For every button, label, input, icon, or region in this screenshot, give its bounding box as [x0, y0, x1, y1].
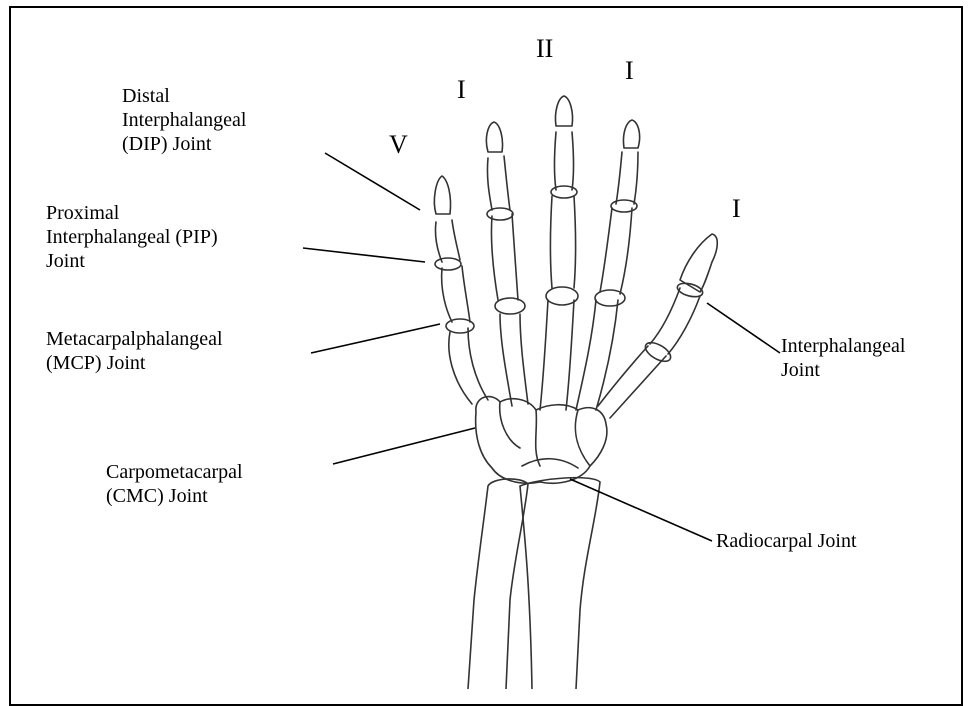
mcp-leader-line [311, 324, 440, 353]
middle-proximal-phalanx [551, 196, 576, 288]
index-middle-phalanx [616, 152, 638, 204]
finger-numeral-pinky: V [389, 130, 408, 160]
ip-leader-line [707, 303, 780, 353]
pinky-metacarpal [449, 328, 488, 404]
finger-numeral-middle: II [536, 34, 553, 64]
index-distal-phalanx [623, 120, 639, 148]
middle-middle-phalanx [555, 132, 574, 190]
thumb-metacarpal [598, 346, 666, 418]
radius-bone [520, 478, 600, 689]
ring-middle-phalanx [487, 156, 510, 210]
ring-proximal-phalanx [491, 214, 518, 300]
ring-distal-phalanx [486, 122, 502, 152]
middle-distal-phalanx [555, 96, 572, 126]
dip-joint-label: Distal Interphalangeal (DIP) Joint [122, 84, 246, 156]
cmc-joint-label: Carpometacarpal (CMC) Joint [106, 460, 243, 508]
finger-numeral-index: I [625, 56, 634, 86]
pinky-middle-phalanx [435, 220, 460, 262]
mcp-joint-label: Metacarpalphalangeal (MCP) Joint [46, 327, 223, 375]
radiocarpal-joint-label: Radiocarpal Joint [716, 529, 857, 553]
finger-numeral-thumb: I [732, 194, 741, 224]
pip-joint-label: Proximal Interphalangeal (PIP) Joint [46, 201, 218, 273]
pinky-distal-phalanx [434, 176, 450, 214]
carpal-bones [476, 397, 607, 484]
ulna-bone [468, 479, 528, 689]
pip-leader-line [303, 248, 425, 262]
dip-leader-line [325, 153, 420, 210]
index-proximal-phalanx [600, 208, 632, 294]
pinky-proximal-phalanx [442, 266, 470, 322]
middle-metacarpal [540, 300, 574, 410]
interphalangeal-joint-label: Interphalangeal Joint [781, 334, 905, 382]
cmc-leader-line [333, 428, 475, 464]
ring-metacarpal [500, 314, 528, 406]
index-metacarpal [576, 300, 618, 410]
finger-numeral-ring: I [457, 75, 466, 105]
